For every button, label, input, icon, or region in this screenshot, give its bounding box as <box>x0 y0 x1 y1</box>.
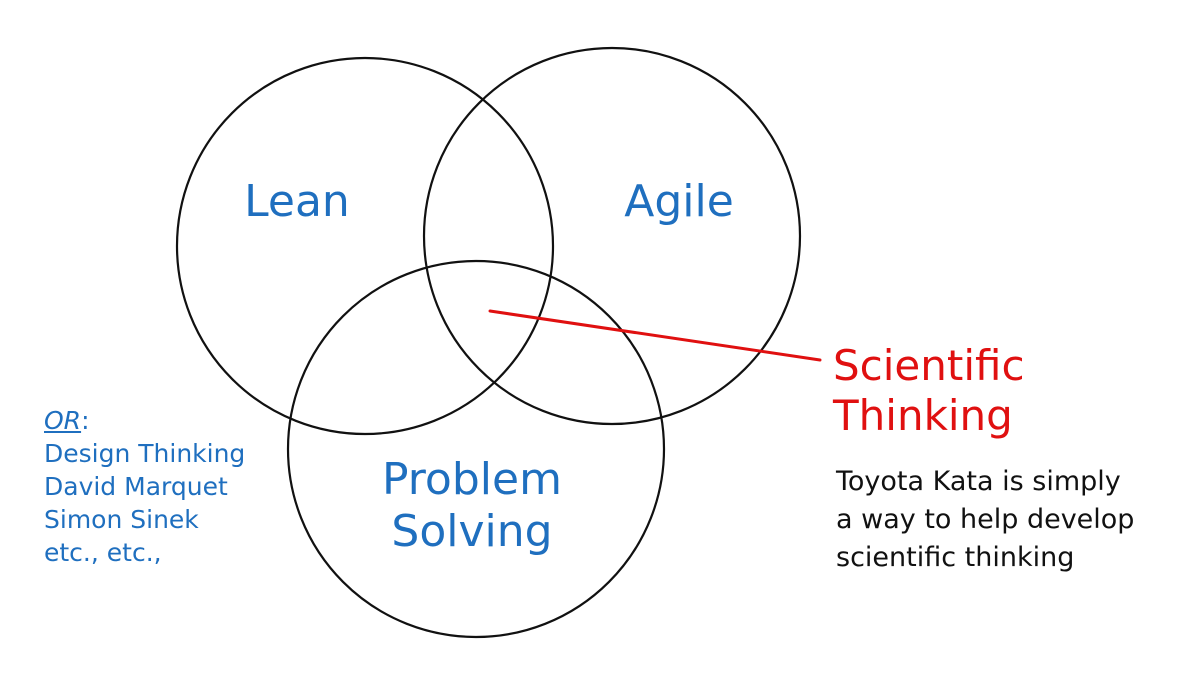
callout-title-line-2: Thinking <box>832 391 1013 440</box>
problem-solving-circle <box>286 259 666 639</box>
callout-description-line-1: Toyota Kata is simply <box>835 466 1121 497</box>
callout-description-line-2: a way to help develop <box>836 504 1134 535</box>
alternative-item: Simon Sinek <box>44 505 199 534</box>
alternative-item: Design Thinking <box>44 439 246 468</box>
solving-label: Solving <box>391 506 552 557</box>
agile-label: Agile <box>624 176 734 227</box>
or-heading: OR <box>44 406 82 435</box>
problem-label: Problem <box>382 454 562 505</box>
lean-circle <box>175 56 555 436</box>
alternatives-heading: OR: <box>44 404 245 437</box>
callout-pointer-line <box>488 309 822 362</box>
callout-title-line-1: Scientific <box>833 341 1025 390</box>
or-heading-colon: : <box>81 406 90 435</box>
alternatives-list: OR: Design Thinking David Marquet Simon … <box>44 404 245 569</box>
agile-circle <box>422 46 802 426</box>
lean-label: Lean <box>244 176 350 227</box>
callout-description-line-3: scientific thinking <box>836 542 1074 573</box>
alternative-item: etc., etc., <box>44 538 162 567</box>
alternative-item: David Marquet <box>44 472 228 501</box>
